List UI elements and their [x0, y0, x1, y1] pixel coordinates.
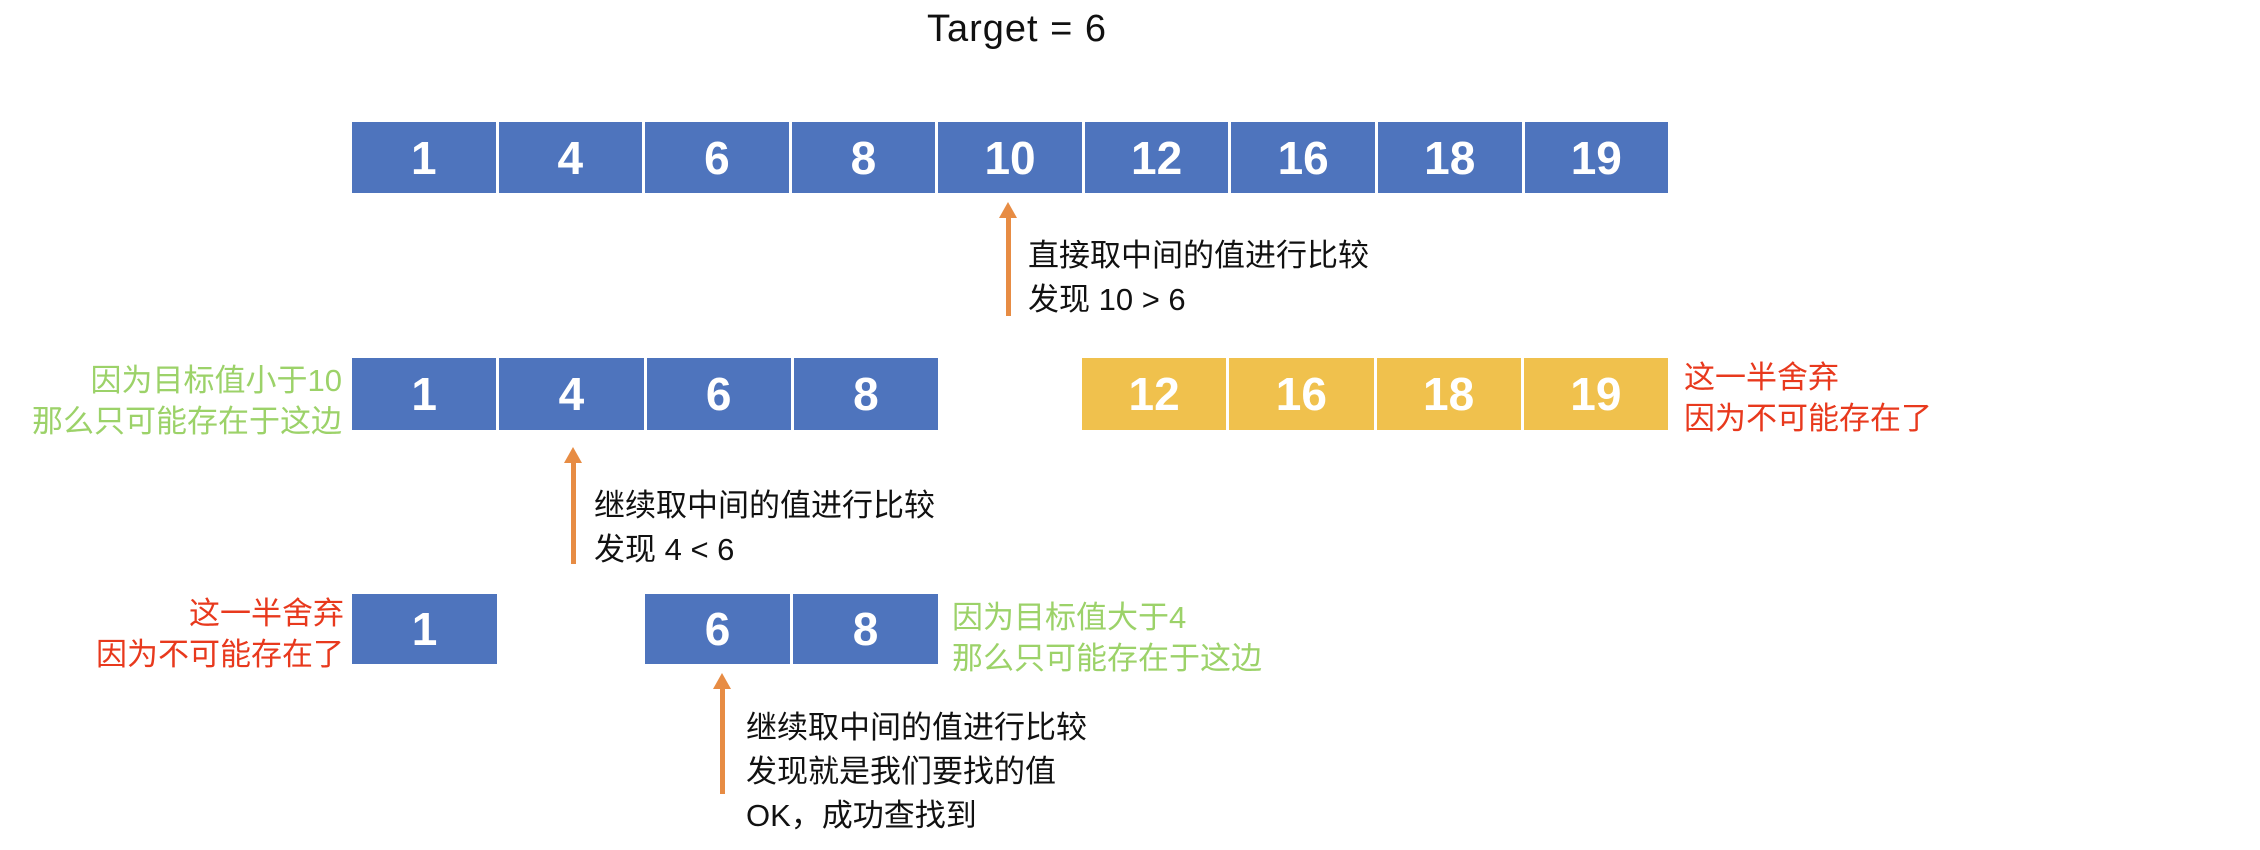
- step2-discard-label: 这一半舍弃 因为不可能存在了: [1684, 357, 1932, 439]
- note-line: 继续取中间的值进行比较: [594, 488, 935, 523]
- array-cell: 18: [1377, 122, 1522, 193]
- array-cell: 4: [499, 358, 644, 430]
- arrow-line: [570, 463, 576, 564]
- step3-left-array: 1: [352, 594, 497, 664]
- array-cell: 18: [1376, 358, 1521, 430]
- array-cell: 6: [645, 122, 789, 193]
- array-cell: 16: [1231, 122, 1375, 193]
- step3-discard-label: 这一半舍弃 因为不可能存在了: [96, 593, 344, 675]
- keep-label-line: 那么只可能存在于这边: [32, 404, 342, 439]
- note-line: 发现 4 < 6: [594, 532, 735, 567]
- discard-label-line: 这一半舍弃: [1684, 360, 1839, 395]
- arrow-head: [999, 202, 1017, 218]
- array-cell: 6: [646, 358, 791, 430]
- array-cell: 6: [645, 594, 790, 664]
- array-cell: 12: [1082, 358, 1227, 430]
- page-title: Target = 6: [926, 8, 1108, 50]
- discard-label-line: 这一半舍弃: [189, 596, 344, 631]
- array-cell: 10: [938, 122, 1082, 193]
- step2-arrow-up-icon: [562, 447, 584, 564]
- step2-right-array: 12 16 18 19: [1082, 358, 1668, 430]
- array-cell: 4: [498, 122, 643, 193]
- step1-array: 1 4 6 8 10 12 16 18 19: [352, 122, 1669, 193]
- arrow-line: [719, 689, 725, 794]
- step2-left-array: 1 4 6 8: [352, 358, 938, 430]
- array-cell: 16: [1229, 358, 1374, 430]
- array-cell: 12: [1084, 122, 1229, 193]
- array-cell: 19: [1524, 122, 1669, 193]
- array-cell: 8: [793, 594, 938, 664]
- arrow-head: [713, 673, 731, 689]
- step1-note: 直接取中间的值进行比较 发现 10 > 6: [1028, 234, 1369, 322]
- discard-label-line: 因为不可能存在了: [96, 637, 344, 672]
- array-cell: 8: [791, 122, 936, 193]
- array-cell: 19: [1523, 358, 1668, 430]
- note-line: 发现就是我们要找的值: [746, 754, 1056, 789]
- keep-label-line: 那么只可能存在于这边: [952, 641, 1262, 676]
- step1-arrow-up-icon: [997, 202, 1019, 316]
- step3-keep-label: 因为目标值大于4 那么只可能存在于这边: [952, 597, 1262, 679]
- arrow-line: [1005, 218, 1011, 316]
- discard-label-line: 因为不可能存在了: [1684, 401, 1932, 436]
- array-cell: 1: [352, 358, 497, 430]
- array-cell: 1: [352, 122, 496, 193]
- step2-keep-label: 因为目标值小于10 那么只可能存在于这边: [32, 360, 342, 442]
- note-line: 直接取中间的值进行比较: [1028, 238, 1369, 273]
- step3-arrow-up-icon: [711, 673, 733, 794]
- array-cell: 1: [352, 594, 497, 664]
- array-cell: 8: [793, 358, 938, 430]
- arrow-head: [564, 447, 582, 463]
- note-line: OK，成功查找到: [746, 798, 977, 833]
- note-line: 继续取中间的值进行比较: [746, 710, 1087, 745]
- keep-label-line: 因为目标值大于4: [952, 600, 1187, 635]
- step3-note: 继续取中间的值进行比较 发现就是我们要找的值 OK，成功查找到: [746, 706, 1087, 838]
- step2-note: 继续取中间的值进行比较 发现 4 < 6: [594, 484, 935, 572]
- keep-label-line: 因为目标值小于10: [90, 363, 342, 398]
- step3-right-array: 6 8: [645, 594, 938, 664]
- note-line: 发现 10 > 6: [1028, 282, 1186, 317]
